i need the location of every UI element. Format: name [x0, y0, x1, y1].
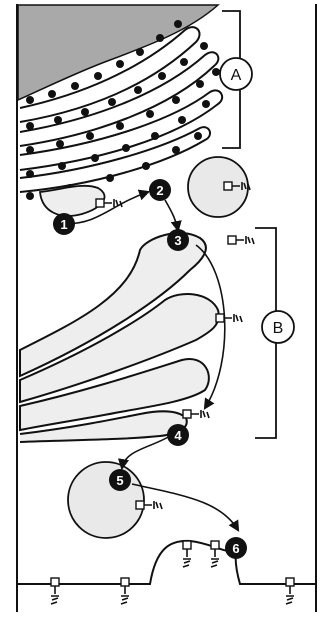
ribosome-dot	[116, 60, 124, 68]
step-badge-3-text: 3	[174, 233, 181, 248]
step-badge-2: 2	[149, 179, 171, 201]
ribosome-dot	[151, 132, 159, 140]
ribosome-dot	[86, 132, 94, 140]
arrow-5-to-6	[132, 484, 238, 530]
ribosome-dot	[136, 48, 144, 56]
plasma-membrane	[17, 541, 316, 584]
ribosome-dot	[106, 174, 114, 182]
ribosome-dot	[26, 146, 34, 154]
step-badge-1: 1	[53, 213, 75, 235]
ribosome-dot	[178, 116, 186, 124]
step-badge-2-text: 2	[156, 183, 163, 198]
receptor-glyph	[121, 578, 129, 604]
ribosome-dot	[91, 154, 99, 162]
region-label-a: A	[220, 58, 252, 90]
ribosome-dot	[200, 42, 208, 50]
ribosome-dot	[142, 162, 150, 170]
arrow-4-to-5	[122, 436, 170, 468]
ribosome-dot	[26, 122, 34, 130]
ribosome-dot	[172, 146, 180, 154]
ribosome-dot	[156, 34, 164, 42]
step-badge-1-text: 1	[60, 217, 67, 232]
ribosome-dot	[116, 122, 124, 130]
receptor-glyph	[216, 314, 242, 322]
receptor-glyph	[228, 236, 254, 244]
ribosome-dot	[134, 86, 142, 94]
ribosome-dot	[212, 68, 220, 76]
ribosome-dot	[158, 72, 166, 80]
step-badge-5-text: 5	[116, 473, 123, 488]
ribosome-dot	[194, 132, 202, 140]
receptor-glyph	[286, 578, 294, 604]
step-badge-4-text: 4	[174, 428, 182, 443]
step-badge-4: 4	[167, 424, 189, 446]
step-badge-6: 6	[225, 537, 247, 559]
ribosome-dot	[146, 110, 154, 118]
ribosome-dot	[48, 90, 56, 98]
step-badge-6-text: 6	[232, 541, 239, 556]
ribosome-dot	[71, 82, 79, 90]
region-label-b-text: B	[273, 320, 284, 337]
er-budding-vesicle	[40, 186, 105, 216]
ribosome-dot	[81, 108, 89, 116]
ribosome-dot	[26, 96, 34, 104]
secretory-vesicle	[68, 462, 144, 538]
receptor-glyph	[183, 410, 209, 418]
region-label-b: B	[262, 311, 294, 343]
ribosome-dot	[174, 20, 182, 28]
ribosome-dot	[54, 116, 62, 124]
ribosome-dot	[108, 98, 116, 106]
step-badge-3: 3	[167, 229, 189, 251]
ribosome-dot	[26, 170, 34, 178]
receptor-glyph	[211, 541, 219, 567]
ribosome-dot	[172, 96, 180, 104]
receptor-glyph	[51, 578, 59, 604]
receptor-glyph	[136, 501, 162, 509]
receptor-glyph	[183, 541, 191, 567]
step-badge-5: 5	[109, 469, 131, 491]
ribosome-dot	[26, 192, 34, 200]
ribosome-dot	[58, 162, 66, 170]
transport-vesicle-upper	[188, 157, 248, 217]
ribosome-dot	[180, 58, 188, 66]
ribosome-dot	[94, 72, 102, 80]
arrow-2-to-3	[165, 200, 178, 230]
ribosome-dot	[56, 140, 64, 148]
ribosome-dot	[196, 80, 204, 88]
ribosome-dot	[202, 100, 210, 108]
ribosome-dot	[122, 144, 130, 152]
region-label-a-text: A	[231, 67, 242, 84]
